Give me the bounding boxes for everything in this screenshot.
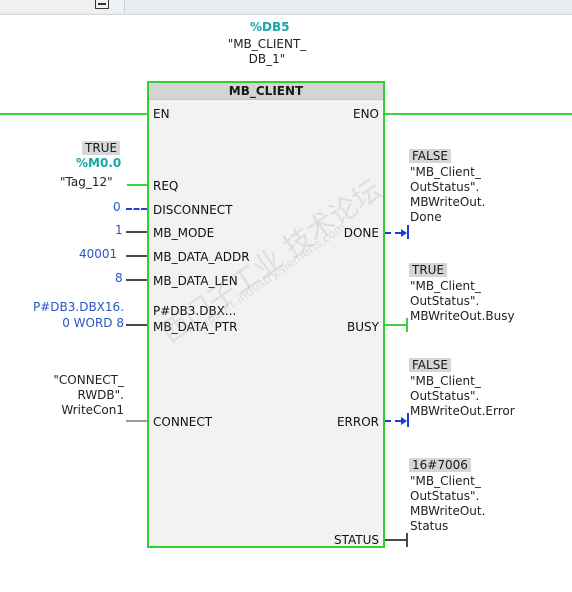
status-wire [385,539,407,541]
mb-data-addr-wire [126,255,147,257]
toolbar [0,0,572,15]
done-monitor-value: FALSE [409,149,451,163]
instance-db-name[interactable]: "MB_CLIENT_ DB_1" [227,37,307,66]
mb-mode-value[interactable]: 1 [115,223,123,237]
mb-data-len-value[interactable]: 8 [115,271,123,285]
pin-mb-data-addr[interactable]: MB_DATA_ADDR [153,250,250,264]
busy-wire [385,324,407,326]
instance-db-address[interactable]: %DB5 [250,20,290,34]
req-wire [127,184,147,186]
pin-en[interactable]: EN [153,107,170,121]
block-title: MB_CLIENT [149,83,383,100]
req-monitor-value: TRUE [82,141,121,155]
mb-mode-wire [126,231,147,233]
done-tag[interactable]: "MB_Client_ OutStatus". MBWriteOut. Done [410,165,486,224]
mb-client-block[interactable]: MB_CLIENT EN ENO REQ DISCONNECT MB_MODE … [147,81,385,548]
error-monitor-value: FALSE [409,358,451,372]
pin-disconnect[interactable]: DISCONNECT [153,203,233,217]
busy-tag[interactable]: "MB_Client_ OutStatus". MBWriteOut.Busy [410,279,515,323]
toolbar-button[interactable] [84,0,125,13]
toolbar-button[interactable] [42,0,85,13]
error-wire [385,420,401,422]
pin-error[interactable]: ERROR [336,415,379,429]
pin-mb-data-len[interactable]: MB_DATA_LEN [153,274,238,288]
req-tag[interactable]: "Tag_12" [60,175,113,189]
pin-mb-data-ptr-value: P#DB3.DBX... [153,304,237,318]
toolbar-button[interactable] [12,0,43,13]
busy-wire-end [406,318,408,332]
mb-data-ptr-wire [126,324,147,326]
status-monitor-value: 16#7006 [409,458,471,472]
pin-status[interactable]: STATUS [333,533,379,547]
status-tag[interactable]: "MB_Client_ OutStatus". MBWriteOut. Stat… [410,474,486,533]
pin-req[interactable]: REQ [153,179,179,193]
req-address[interactable]: %M0.0 [76,156,122,170]
pin-mb-mode[interactable]: MB_MODE [153,226,215,240]
pin-connect[interactable]: CONNECT [153,415,213,429]
pin-done[interactable]: DONE [343,226,379,240]
window-icon[interactable] [95,0,109,9]
error-arrow-icon [401,417,407,425]
disconnect-wire [126,208,147,210]
busy-monitor-value: TRUE [409,263,448,277]
eno-power-rail [385,113,572,115]
done-arrow-icon [401,229,407,237]
mb-data-ptr-value[interactable]: P#DB3.DBX16. 0 WORD 8 [33,300,124,330]
done-wire-end [407,225,409,239]
pin-mb-data-ptr[interactable]: MB_DATA_PTR [153,320,238,334]
error-wire-end [407,413,409,427]
status-wire-end [406,533,408,547]
pin-busy[interactable]: BUSY [347,320,379,334]
disconnect-value[interactable]: 0 [113,200,121,214]
done-wire [385,232,401,234]
pin-eno[interactable]: ENO [352,107,379,121]
connect-wire [126,420,147,422]
en-power-rail [0,113,147,115]
connect-tag[interactable]: "CONNECT_ RWDB". WriteCon1 [53,373,124,417]
error-tag[interactable]: "MB_Client_ OutStatus". MBWriteOut.Error [410,374,515,418]
mb-data-len-wire [126,279,147,281]
mb-data-addr-value[interactable]: 40001 [79,247,118,261]
